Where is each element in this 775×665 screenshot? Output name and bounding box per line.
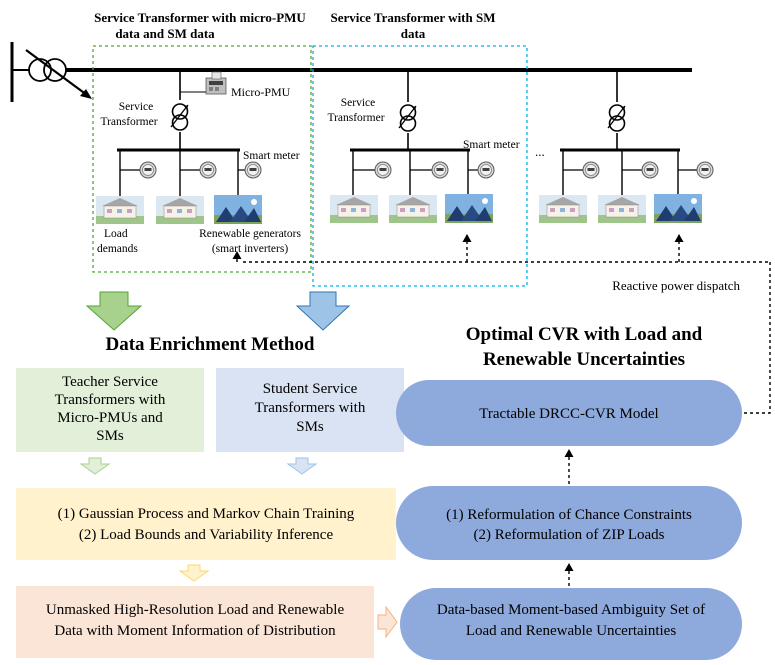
blue-small-arrow — [286, 457, 318, 475]
student-line-2: Transformers with — [255, 400, 366, 416]
service-transformer-label: Service — [341, 97, 375, 109]
student-line-1: Student Service — [263, 381, 358, 397]
unmasked-line-1: Unmasked High-Resolution Load and Renewa… — [46, 602, 345, 618]
reformulation-line-1: (1) Reformulation of Chance Constraints — [446, 507, 692, 523]
teacher-line-3: Micro-PMUs and — [57, 410, 163, 426]
branch-3 — [538, 70, 714, 262]
smart-meter-icon — [696, 161, 714, 179]
group2-title: Service Transformer with SM — [331, 10, 496, 25]
service-transformer-label-2: Transformer — [327, 112, 384, 124]
orange-right-arrow — [377, 605, 398, 639]
smart-meter-label: Smart meter — [463, 139, 520, 151]
renewable-generators-label: Renewable generators — [199, 228, 301, 240]
service-transformer-label-2: Transformer — [100, 116, 157, 128]
load-demand-icon — [388, 194, 438, 224]
load-demand-icon — [95, 195, 145, 225]
student-box — [216, 368, 404, 452]
teacher-line-2: Transformers with — [55, 392, 166, 408]
data-enrichment-section: Data Enrichment Method Teacher Service T… — [16, 334, 404, 658]
training-line-2: (2) Load Bounds and Variability Inferenc… — [79, 527, 334, 543]
reformulation-box — [396, 486, 742, 560]
group1-title-2: data and SM data — [115, 26, 215, 41]
grid-schematic: Service Transformer with micro-PMU data … — [10, 10, 771, 414]
micro-pmu-icon — [180, 71, 227, 95]
smart-meter-icon — [431, 161, 449, 179]
renewable-generators-label-2: (smart inverters) — [212, 243, 288, 255]
micro-pmu-group-box — [92, 45, 312, 273]
service-transformer-icon — [398, 104, 417, 132]
smart-meter-icon — [139, 161, 157, 179]
smart-meter-icon — [582, 161, 600, 179]
drcc-cvr-model-label: Tractable DRCC-CVR Model — [479, 406, 658, 422]
drcc-cvr-model-box — [396, 380, 742, 446]
smart-meter-icon — [244, 161, 262, 179]
ambiguity-line-1: Data-based Moment-based Ambiguity Set of — [437, 602, 705, 618]
main-transformer-icon — [25, 49, 92, 99]
branch-1: Micro-PMU Service Transformer Smart mete… — [95, 70, 301, 255]
group1-title: Service Transformer with micro-PMU — [94, 10, 306, 25]
training-line-1: (1) Gaussian Process and Markov Chain Tr… — [58, 506, 355, 522]
dispatch-return-line — [742, 262, 771, 414]
load-demands-label-2: demands — [97, 243, 138, 255]
teacher-line-1: Teacher Service — [62, 374, 158, 390]
smart-meter-label: Smart meter — [243, 150, 300, 162]
green-small-arrow — [79, 457, 111, 475]
green-down-arrow — [85, 291, 143, 331]
solar-generator-icon — [445, 194, 493, 223]
load-demands-label: Load — [104, 228, 128, 240]
group2-title-2: data — [401, 26, 426, 41]
teacher-box — [16, 368, 204, 452]
training-box — [16, 488, 396, 560]
branch-2: Service Transformer Smart meter — [327, 70, 520, 262]
smart-meter-icon — [199, 161, 217, 179]
micro-pmu-label: Micro-PMU — [231, 85, 291, 99]
reformulation-line-2: (2) Reformulation of ZIP Loads — [473, 527, 664, 543]
reactive-power-dispatch-label: Reactive power dispatch — [612, 278, 740, 293]
service-transformer-label: Service — [119, 101, 153, 113]
load-demand-icon — [329, 194, 379, 224]
yellow-small-arrow — [178, 564, 210, 582]
optimal-cvr-title-1: Optimal CVR with Load and — [466, 324, 703, 345]
unmasked-data-box — [16, 586, 374, 658]
ambiguity-set-box — [400, 588, 742, 660]
unmasked-line-2: Data with Moment Information of Distribu… — [54, 623, 336, 639]
optimal-cvr-section: Optimal CVR with Load and Renewable Unce… — [396, 324, 742, 660]
sm-group-box — [312, 45, 528, 287]
smart-meter-icon — [374, 161, 392, 179]
blue-down-arrow — [295, 291, 351, 331]
student-line-3: SMs — [296, 419, 324, 435]
smart-meter-icon — [477, 161, 495, 179]
teacher-line-4: SMs — [96, 428, 124, 444]
load-demand-icon — [597, 194, 647, 224]
load-demand-icon — [538, 194, 588, 224]
service-transformer-icon — [607, 104, 626, 132]
data-enrichment-title: Data Enrichment Method — [106, 334, 315, 355]
ellipsis: ... — [535, 144, 545, 159]
optimal-cvr-title-2: Renewable Uncertainties — [483, 349, 685, 370]
solar-generator-icon — [214, 195, 262, 224]
smart-meter-icon — [641, 161, 659, 179]
ambiguity-line-2: Load and Renewable Uncertainties — [466, 623, 676, 639]
service-transformer-icon — [170, 103, 189, 131]
load-demand-icon — [155, 195, 205, 225]
solar-generator-icon — [654, 194, 702, 223]
